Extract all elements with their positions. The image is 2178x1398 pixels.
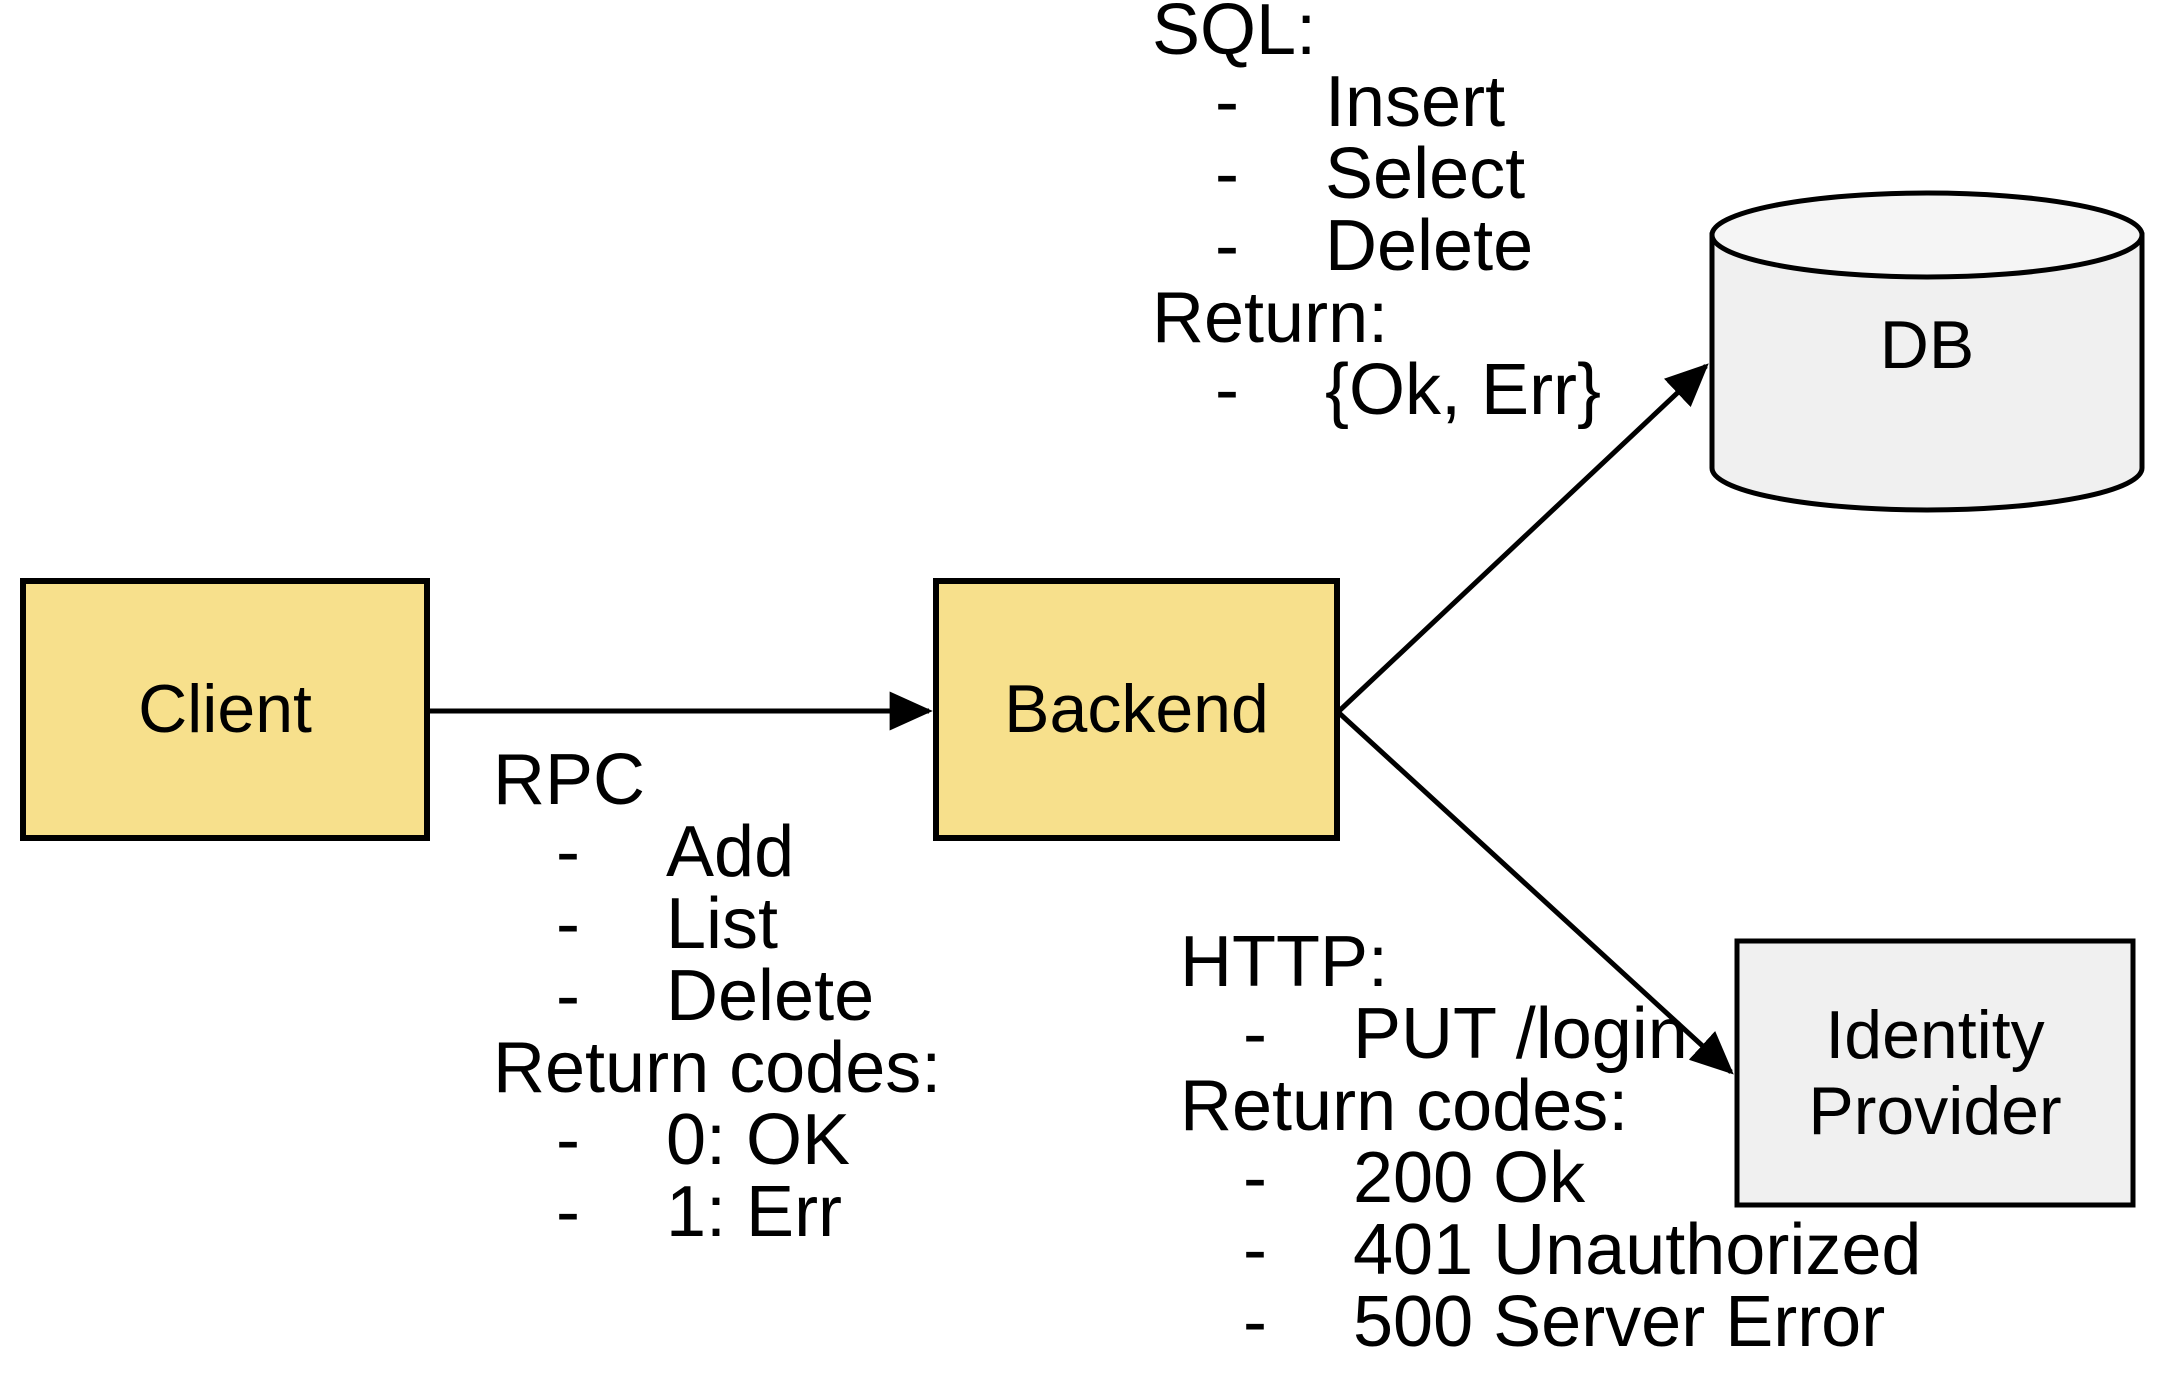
sql-item-delete: - Delete	[1152, 210, 1601, 282]
sql-heading-1: SQL:	[1152, 0, 1317, 70]
bullet-dash-icon: -	[1215, 134, 1239, 214]
sql-item-insert: - Insert	[1152, 66, 1601, 138]
annotation-sql: SQL: - Insert - Select - Delete Return: …	[1152, 0, 1601, 426]
node-idp-label: Identity Provider	[1808, 996, 2062, 1149]
bullet-dash-icon: -	[556, 1100, 580, 1180]
http-code-500: - 500 Server Error	[1180, 1286, 1921, 1358]
sql-heading-2: Return:	[1152, 278, 1389, 358]
http-code-200: - 200 Ok	[1180, 1142, 1921, 1214]
http-code-401: - 401 Unauthorized	[1180, 1214, 1921, 1286]
bullet-dash-icon: -	[1215, 62, 1239, 142]
annotation-http: HTTP: - PUT /login Return codes: - 200 O…	[1180, 926, 1921, 1358]
node-db-label: DB	[1879, 306, 1975, 383]
rpc-heading-1: RPC	[493, 740, 646, 820]
rpc-item-add-text: Add	[666, 812, 795, 892]
node-backend-label: Backend	[1004, 671, 1269, 748]
node-client-label: Client	[138, 671, 312, 748]
rpc-code-1-text: 1: Err	[666, 1172, 843, 1252]
rpc-code-0-text: 0: OK	[666, 1100, 851, 1180]
rpc-item-delete: - Delete	[493, 960, 941, 1032]
rpc-item-add: - Add	[493, 816, 941, 888]
rpc-code-1: - 1: Err	[493, 1176, 941, 1248]
rpc-item-delete-text: Delete	[666, 956, 875, 1036]
rpc-item-list: - List	[493, 888, 941, 960]
http-code-500-text: 500 Server Error	[1353, 1282, 1886, 1362]
bullet-dash-icon: -	[1243, 994, 1267, 1074]
rpc-code-0: - 0: OK	[493, 1104, 941, 1176]
annotation-rpc: RPC - Add - List - Delete Return codes: …	[493, 744, 941, 1248]
bullet-dash-icon: -	[1243, 1138, 1267, 1218]
bullet-dash-icon: -	[1215, 206, 1239, 286]
sql-return-okerr: - {Ok, Err}	[1152, 354, 1601, 426]
http-item-put-login-text: PUT /login	[1353, 994, 1688, 1074]
sql-item-insert-text: Insert	[1325, 62, 1506, 142]
bullet-dash-icon: -	[556, 812, 580, 892]
http-code-200-text: 200 Ok	[1353, 1138, 1586, 1218]
http-heading-1: HTTP:	[1180, 922, 1388, 1002]
bullet-dash-icon: -	[556, 1172, 580, 1252]
bullet-dash-icon: -	[1215, 350, 1239, 430]
sql-item-delete-text: Delete	[1325, 206, 1534, 286]
bullet-dash-icon: -	[1243, 1210, 1267, 1290]
http-heading-2: Return codes:	[1180, 1066, 1629, 1146]
bullet-dash-icon: -	[556, 884, 580, 964]
bullet-dash-icon: -	[556, 956, 580, 1036]
sql-item-select: - Select	[1152, 138, 1601, 210]
rpc-heading-2: Return codes:	[493, 1028, 942, 1108]
http-item-put-login: - PUT /login	[1180, 998, 1921, 1070]
http-code-401-text: 401 Unauthorized	[1353, 1210, 1922, 1290]
sql-item-select-text: Select	[1325, 134, 1526, 214]
sql-return-okerr-text: {Ok, Err}	[1325, 350, 1602, 430]
bullet-dash-icon: -	[1243, 1282, 1267, 1362]
rpc-item-list-text: List	[666, 884, 779, 964]
